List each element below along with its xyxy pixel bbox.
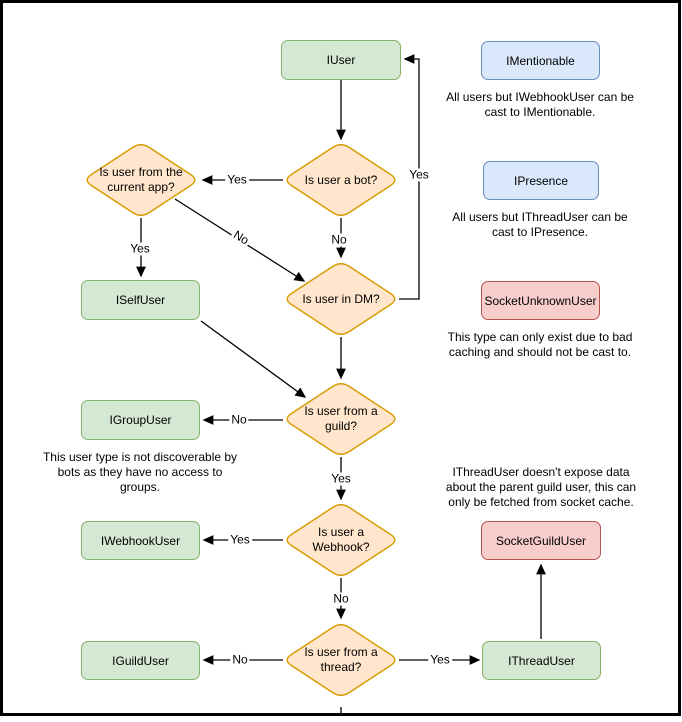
edge-label-guild-no: No	[229, 412, 249, 427]
edge-label-app-yes: Yes	[128, 241, 152, 256]
decision-label-is-webhook: Is user a Webhook?	[312, 525, 370, 554]
node-iguilduser: IGuildUser	[81, 641, 200, 680]
edge-label-bot-no: No	[329, 232, 349, 247]
node-ipresence: IPresence	[483, 161, 599, 200]
node-ithreaduser: IThreadUser	[482, 641, 601, 680]
decision-label-is-bot: Is user a bot?	[304, 172, 378, 187]
node-iuser: IUser	[281, 40, 401, 80]
annotation-socketunknownuser: This type can only exist due to bad cach…	[447, 330, 633, 359]
edge-label-webhook-no: No	[331, 591, 351, 606]
decision-label-from-current-app: Is user from the current app?	[99, 165, 183, 194]
decision-label-from-guild: Is user from a guild?	[304, 404, 378, 433]
node-imentionable: IMentionable	[481, 41, 600, 80]
node-iwebhookuser: IWebhookUser	[81, 521, 200, 560]
decision-label-in-dm: Is user in DM?	[302, 291, 380, 306]
edge-label-thread-no: No	[230, 652, 250, 667]
node-socketunknownuser: SocketUnknownUser	[481, 281, 600, 320]
annotation-ipresence: All users but IThreadUser can be cast to…	[452, 210, 628, 239]
edge-label-guild-yes: Yes	[329, 471, 353, 486]
node-socketguilduser: SocketGuildUser	[481, 521, 601, 560]
node-igroupuser: IGroupUser	[81, 400, 200, 440]
annotation-imentionable: All users but IWebhookUser can be cast t…	[446, 90, 634, 119]
edge-label-thread-yes: Yes	[428, 652, 452, 667]
annotation-socketguilduser: IThreadUser doesn't expose data about th…	[445, 465, 637, 509]
edge-label-dm-yes: Yes	[407, 167, 431, 182]
decision-label-from-thread: Is user from a thread?	[304, 645, 378, 674]
edge-label-bot-yes: Yes	[225, 172, 249, 187]
edge-iselfuser-to-fromguild	[200, 320, 307, 398]
node-iselfuser: ISelfUser	[81, 280, 200, 320]
edge-label-webhook-yes: Yes	[228, 532, 252, 547]
annotation-igroupuser: This user type is not discoverable by bo…	[42, 450, 238, 494]
